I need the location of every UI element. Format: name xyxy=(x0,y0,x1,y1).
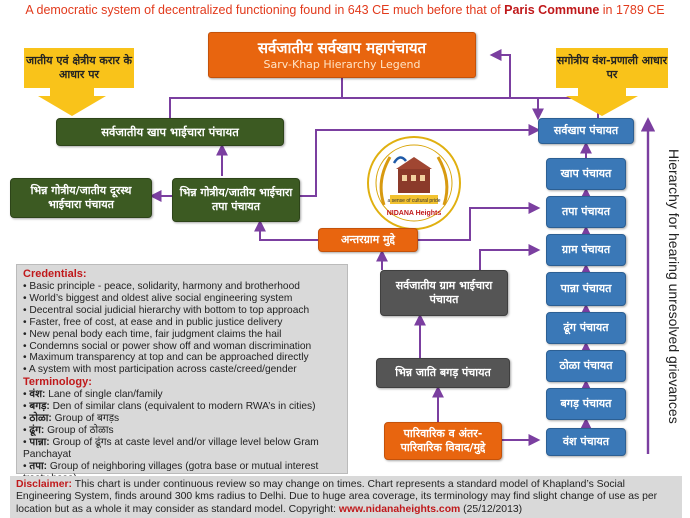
top-banner: A democratic system of decentralized fun… xyxy=(0,3,690,17)
term-item: ठोळा: Group of बगड़s xyxy=(23,413,341,425)
node-antargram: अन्तरग्राम मुद्दे xyxy=(318,228,418,252)
credential-item: Basic principle - peace, solidarity, har… xyxy=(23,281,341,293)
term-word: ढूंग: xyxy=(29,425,45,437)
term-item: ढूंग: Group of ठोळाs xyxy=(23,425,341,437)
hierarchy-khap: खाप पंचायत xyxy=(546,158,626,190)
credentials-panel: Credentials: Basic principle - peace, so… xyxy=(16,264,348,484)
credential-item: World’s biggest and oldest alive social … xyxy=(23,293,341,305)
hierarchy-bagad: बगड़ पंचायत xyxy=(546,388,626,420)
term-word: ठोळा: xyxy=(29,413,52,425)
term-word: वंश: xyxy=(29,389,46,401)
credential-item: Decentral social judicial hierarchy with… xyxy=(23,305,341,317)
hierarchy-tapa: तपा पंचायत xyxy=(546,196,626,228)
banner-suffix: in 1789 CE xyxy=(599,3,665,17)
logo-caption: NIDANA Heights xyxy=(387,210,442,217)
logo-motto: a sense of cultural pride xyxy=(387,198,440,204)
disclaimer-panel: Disclaimer: This chart is under continuo… xyxy=(10,476,682,518)
term-def: Group of ठोळाs xyxy=(44,425,114,437)
credential-item: Faster, free of cost, at ease and in pub… xyxy=(23,317,341,329)
term-word: बगड़: xyxy=(29,401,50,413)
title-box: सर्वजातीय सर्वखाप महापंचायत Sarv-Khap Hi… xyxy=(208,32,476,78)
term-def: Lane of single clan/family xyxy=(45,389,163,401)
disclaimer-text: This chart is under continuous review so… xyxy=(16,479,658,515)
term-item: वंश: Lane of single clan/family xyxy=(23,389,341,401)
callout-right-arrow xyxy=(566,88,638,116)
term-def: Group of बगड़s xyxy=(51,413,120,425)
node-sarvajatiya-gram: सर्वजातीय ग्राम भाईचारा पंचायत xyxy=(380,270,508,316)
term-def: Den of similar clans (equivalent to mode… xyxy=(49,401,316,413)
disclaimer-website-link[interactable]: www.nidanaheights.com xyxy=(338,503,461,515)
term-word: पान्ना: xyxy=(29,436,50,448)
callout-right: सगोत्रीय वंश-प्रणाली आधार पर xyxy=(556,48,668,88)
node-bhinn-tapa: भिन्न गोत्रीय/जातीय भाईचारा तपा पंचायत xyxy=(172,178,300,222)
disclaimer-date: (25/12/2013) xyxy=(460,503,523,515)
node-bhinn-durasth: भिन्न गोत्रीय/जातीय दूरस्थ भाईचारा पंचाय… xyxy=(10,178,152,218)
terminology-heading: Terminology: xyxy=(23,376,92,389)
hierarchy-gram: ग्राम पंचायत xyxy=(546,234,626,266)
term-item: पान्ना: Group of ढूंगs at caste level an… xyxy=(23,437,341,461)
banner-paris-commune: Paris Commune xyxy=(504,3,600,17)
term-word: तपा: xyxy=(29,460,48,472)
hierarchy-dhoong: ढूंग पंचायत xyxy=(546,312,626,344)
hierarchy-vertical-label: Hierarchy for hearing unresolved grievan… xyxy=(666,148,682,424)
credential-item: Maximum transparency at top and can be a… xyxy=(23,352,341,364)
banner-prefix: A democratic system of decentralized fun… xyxy=(25,3,505,17)
credential-item: Condemns social or power show off and wo… xyxy=(23,341,341,353)
line-antargram-to-bhinntapa xyxy=(254,219,320,241)
hierarchy-panna: पान्ना पंचायत xyxy=(546,272,626,306)
callout-left-arrow xyxy=(38,88,106,116)
term-item: बगड़: Den of similar clans (equivalent t… xyxy=(23,401,341,413)
title-hindi: सर्वजातीय सर्वखाप महापंचायत xyxy=(257,38,427,57)
term-def: Group of ढूंगs at caste level and/or vil… xyxy=(23,436,319,460)
hierarchy-thola: ठोळा पंचायत xyxy=(546,350,626,382)
credentials-list: Basic principle - peace, solidarity, har… xyxy=(23,281,341,377)
callout-left: जातीय एवं क्षेत्रीय करार के आधार पर xyxy=(24,48,134,88)
credential-item: New penal body each time, fair judgment … xyxy=(23,329,341,341)
disclaimer-label: Disclaimer: xyxy=(16,479,73,490)
credentials-heading: Credentials: xyxy=(23,268,87,280)
node-sarvajatiya-khap: सर्वजातीय खाप भाईचारा पंचायत xyxy=(56,118,284,146)
hierarchy-sarvkhap: सर्वखाप पंचायत xyxy=(538,118,634,144)
node-bhinn-jati-bagad: भिन्न जाति बगड़ पंचायत xyxy=(376,358,510,388)
terminology-list: वंश: Lane of single clan/family बगड़: De… xyxy=(23,389,341,485)
title-english: Sarv-Khap Hierarchy Legend xyxy=(263,57,421,71)
nidana-heights-logo: a sense of cultural pride NIDANA Heights xyxy=(367,136,461,230)
line-khap-to-top xyxy=(169,97,544,121)
credential-item: A system with most participation across … xyxy=(23,364,341,376)
hierarchy-vansh: वंश पंचायत xyxy=(546,428,626,456)
node-parivarik: पारिवारिक व अंतर-पारिवारिक विवाद/मुद्दे xyxy=(384,422,502,460)
